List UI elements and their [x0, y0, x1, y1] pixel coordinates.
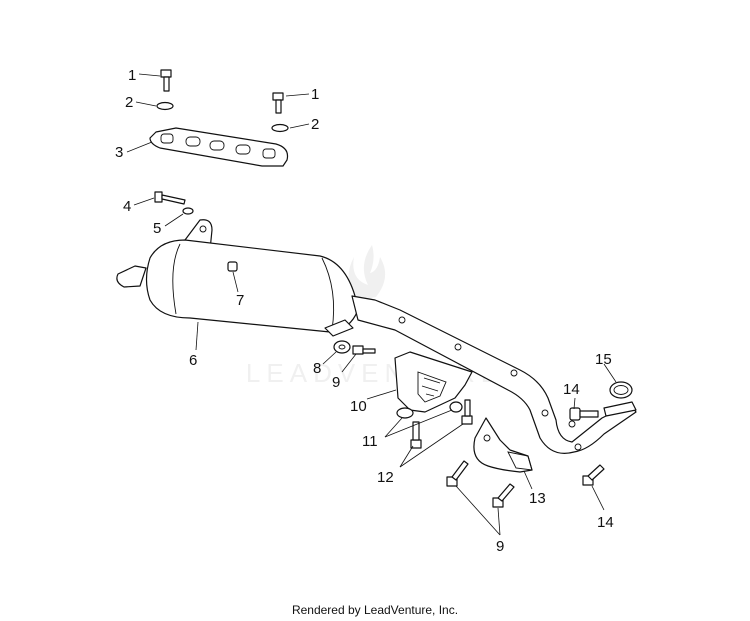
- callout-9-lower: 9: [496, 538, 504, 555]
- washer-part-2-left: [156, 101, 174, 111]
- footer-credit: Rendered by LeadVenture, Inc.: [291, 603, 459, 617]
- callout-14-lower: 14: [597, 514, 614, 531]
- leader-lines: [126, 73, 617, 536]
- bolt-part-9-upper: [352, 345, 376, 355]
- washer-part-8-hole: [338, 344, 346, 350]
- callout-5: 5: [153, 220, 161, 237]
- bolt-part-9-lower-right: [492, 483, 515, 508]
- callout-3: 3: [115, 144, 123, 161]
- heat-shield-part-10: [394, 351, 473, 413]
- muffler-part-6: [116, 219, 637, 454]
- bolt-part-1-left: [160, 69, 172, 92]
- bolt-part-14-upper: [569, 407, 599, 421]
- callout-10: 10: [350, 398, 367, 415]
- callout-8: 8: [313, 360, 321, 377]
- callout-12: 12: [377, 469, 394, 486]
- callout-11: 11: [362, 433, 378, 450]
- fitting-part-7: [227, 261, 238, 272]
- callout-2-left: 2: [125, 94, 133, 111]
- callout-1-left: 1: [128, 67, 136, 84]
- bolt-part-14-lower: [582, 464, 605, 486]
- washer-part-11-right: [449, 401, 463, 413]
- gasket-part-15: [609, 381, 633, 399]
- clamp-bracket-part-13: [473, 417, 533, 473]
- bolt-part-12-left: [410, 421, 422, 449]
- washer-part-8: [333, 340, 351, 354]
- washer-part-11-left: [396, 407, 414, 419]
- callout-6: 6: [189, 352, 197, 369]
- callout-14-upper: 14: [563, 381, 580, 398]
- washer-part-5: [182, 207, 194, 215]
- bolt-part-1-right: [272, 92, 284, 114]
- callout-4: 4: [123, 198, 131, 215]
- bracket-plate-part-3: [149, 127, 289, 167]
- callout-2-right: 2: [311, 116, 319, 133]
- callout-1-right: 1: [311, 86, 319, 103]
- callout-13: 13: [529, 490, 546, 507]
- bolt-part-4: [154, 191, 186, 205]
- bolt-part-12-right: [461, 399, 473, 425]
- callouts: 1 1 2 2 3 4 5 6 7 8 9 10 11 12 13 9 14 1…: [115, 67, 614, 555]
- bolt-part-9-lower-left: [446, 460, 469, 487]
- callout-7: 7: [236, 292, 244, 309]
- callout-9-upper: 9: [332, 374, 340, 391]
- washer-part-2-right: [271, 123, 289, 133]
- callout-15: 15: [595, 351, 612, 368]
